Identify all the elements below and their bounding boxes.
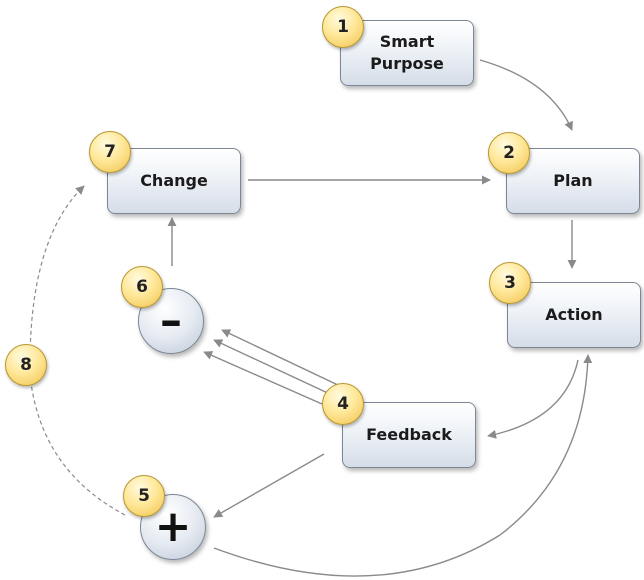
step-badge-2: 2 [488, 132, 530, 174]
plus-symbol: + [154, 501, 192, 552]
feedback-box: Feedback [342, 402, 476, 468]
step-number-5: 5 [138, 486, 150, 506]
minus-symbol: – [160, 295, 182, 346]
step-badge-5: 5 [123, 475, 165, 517]
change-label: Change [140, 171, 208, 191]
step-number-7: 7 [104, 142, 116, 162]
step-number-2: 2 [503, 143, 515, 163]
arrow-action-to-feedback [487, 359, 579, 439]
minus-circle: – [138, 288, 204, 354]
action-box: Action [507, 282, 641, 348]
arrow-feedback-to-minus-3 [203, 351, 323, 405]
arrow-purpose-to-plan [479, 59, 573, 131]
step-badge-1: 1 [322, 6, 364, 48]
step-number-3: 3 [504, 273, 516, 293]
feedback-label: Feedback [366, 425, 452, 445]
step-badge-6: 6 [121, 266, 163, 308]
arrow-feedback-to-minus-1 [221, 329, 341, 387]
step-number-4: 4 [337, 394, 349, 414]
step-number-8: 8 [20, 355, 32, 375]
arrow-feedback-to-plus [213, 453, 325, 518]
plan-label: Plan [553, 171, 593, 191]
arrow-loop-plus-to-change [29, 185, 126, 516]
change-box: Change [107, 148, 241, 214]
smart-purpose-label: Smart Purpose [370, 32, 444, 73]
step-badge-8: 8 [5, 344, 47, 386]
step-number-6: 6 [136, 277, 148, 297]
arrow-plus-to-action [213, 354, 593, 577]
step-badge-3: 3 [489, 262, 531, 304]
step-number-1: 1 [337, 17, 349, 37]
arrow-feedback-to-minus-2 [213, 339, 333, 396]
step-badge-7: 7 [89, 131, 131, 173]
step-badge-4: 4 [322, 383, 364, 425]
action-label: Action [545, 305, 603, 325]
